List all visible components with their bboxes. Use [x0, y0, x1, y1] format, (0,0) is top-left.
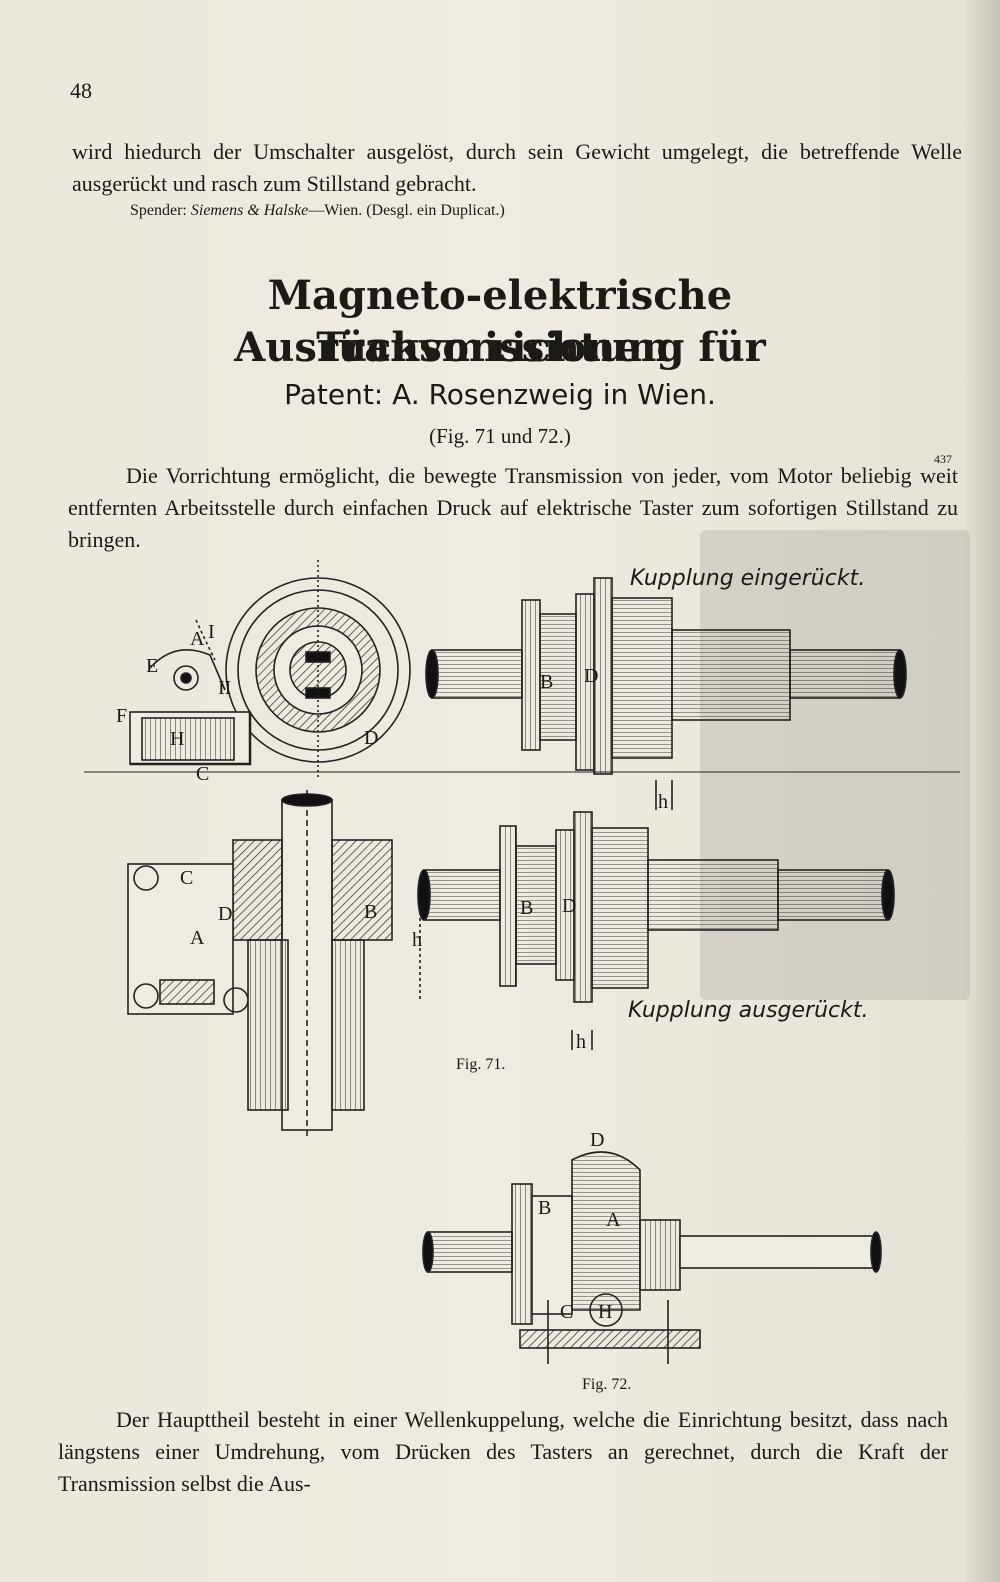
donor-label: Spender: [130, 202, 187, 219]
label-b-fig72: B [538, 1197, 551, 1219]
page-number: 48 [70, 78, 92, 103]
label-coupling-engaged: Kupplung eingerückt. [630, 566, 866, 591]
label-h-lower: h [412, 929, 422, 951]
label-b-lower: B [364, 901, 377, 923]
paragraph-1: wird hiedurch der Umschalter ausgelöst, … [72, 139, 962, 196]
paragraph-3: Der Haupttheil besteht in einer Wellenku… [58, 1407, 948, 1496]
title-line-2: Transmissionen. [316, 324, 684, 371]
label-h-engaged: h [658, 791, 668, 813]
label-d-disengaged: D [562, 895, 576, 917]
page-edge-shadow [962, 0, 1000, 1582]
label-b-disengaged: B [520, 897, 533, 919]
label-f: F [116, 705, 127, 727]
paragraph-2: Die Vorrichtung ermöglicht, die bewegte … [68, 463, 958, 552]
figure-reference: (Fig. 71 und 72.) [429, 424, 571, 448]
label-b-engaged: B [540, 671, 553, 693]
caption-fig-71: Fig. 71. [456, 1056, 506, 1073]
patent-subtitle: Patent: A. Rosenzweig in Wien. [284, 378, 716, 411]
label-a-top: A [190, 628, 205, 650]
label-d-fig72: D [590, 1129, 604, 1151]
label-coupling-disengaged: Kupplung ausgerückt. [628, 998, 869, 1023]
donor-rest: —Wien. (Desgl. ein Duplicat.) [308, 202, 505, 219]
label-a-lower: A [190, 927, 205, 949]
label-a-fig72: A [606, 1209, 621, 1231]
label-d-engaged: D [584, 665, 598, 687]
donor-names: Siemens & Halske [190, 202, 309, 219]
label-h-coil: H [170, 728, 184, 750]
label-d-lower: D [218, 903, 232, 925]
label-d-wheel: D [364, 727, 378, 749]
label-h-disengaged: h [576, 1031, 586, 1053]
label-e: E [146, 655, 158, 677]
title-line-1: Magneto-elektrische Ausrückvorrichtung f… [234, 272, 766, 371]
label-c-fig72: C [560, 1301, 573, 1323]
donor-line: Spender: Siemens & Halske—Wien. (Desgl. … [130, 202, 505, 220]
label-c-top: C [196, 763, 209, 785]
label-ii: II [218, 677, 231, 699]
caption-fig-72: Fig. 72. [582, 1376, 632, 1393]
label-c-lower: C [180, 867, 193, 889]
label-i: I [208, 621, 215, 643]
side-number: 437 [934, 452, 952, 466]
label-h-fig72: H [598, 1301, 612, 1323]
